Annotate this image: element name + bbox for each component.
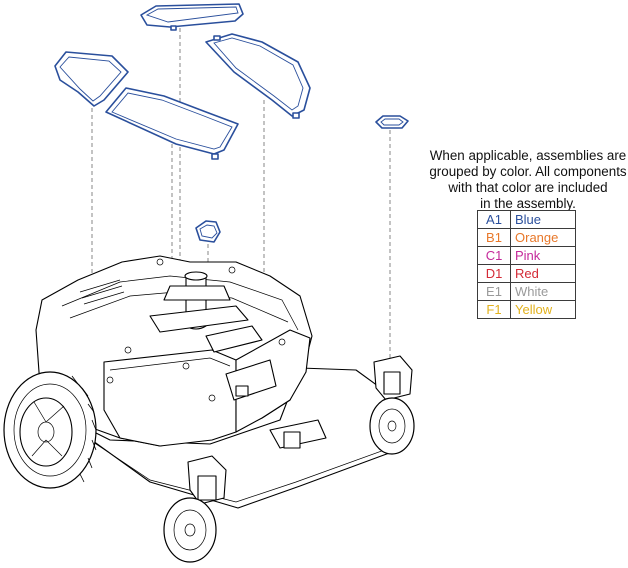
legend-code: D1 bbox=[477, 264, 511, 283]
legend-code: B1 bbox=[477, 228, 511, 247]
legend-code: E1 bbox=[477, 282, 511, 301]
center-cap bbox=[195, 220, 221, 243]
note-line: in the assembly. bbox=[480, 196, 576, 211]
power-base-chassis bbox=[35, 255, 401, 509]
top-rear-cover bbox=[140, 3, 244, 31]
front-top-cover bbox=[105, 87, 239, 160]
note-line: grouped by color. All components bbox=[429, 164, 627, 179]
legend-code: C1 bbox=[477, 246, 511, 265]
legend-code: A1 bbox=[477, 210, 511, 229]
legend-color-name: White bbox=[510, 282, 576, 301]
legend-color-name: Pink bbox=[510, 246, 576, 265]
left-side-cover bbox=[54, 51, 129, 107]
drive-wheel bbox=[3, 371, 97, 489]
front-caster-right bbox=[369, 355, 415, 455]
front-caster-left bbox=[163, 455, 227, 563]
legend-color-name: Orange bbox=[510, 228, 576, 247]
right-cap bbox=[375, 115, 409, 129]
right-side-cover bbox=[205, 33, 311, 119]
note-line: When applicable, assemblies are bbox=[429, 148, 627, 163]
legend-color-name: Yellow bbox=[510, 300, 576, 319]
legend-code: F1 bbox=[477, 300, 511, 319]
legend-color-name: Red bbox=[510, 264, 576, 283]
assembly-color-note: When applicable, assemblies are grouped … bbox=[420, 148, 628, 212]
legend-color-name: Blue bbox=[510, 210, 576, 229]
note-line: with that color are included bbox=[448, 180, 608, 195]
